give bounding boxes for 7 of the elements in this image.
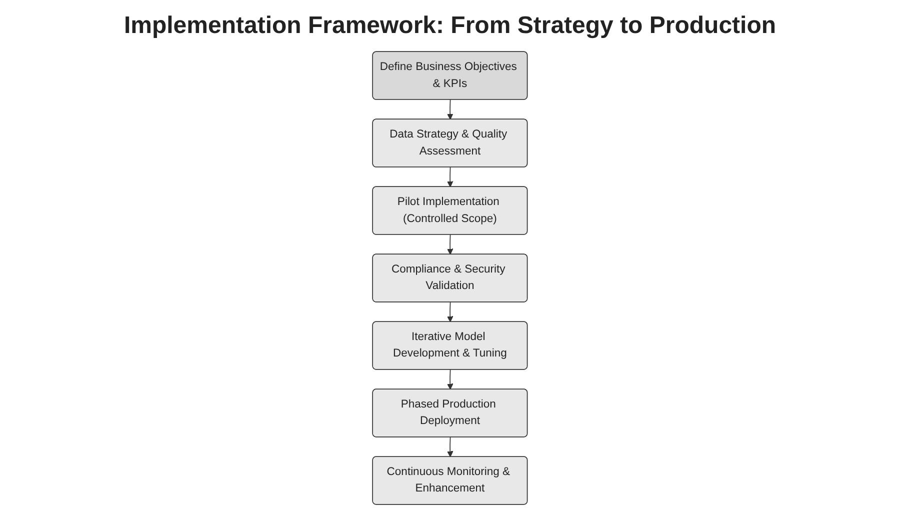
arrow [447, 234, 454, 255]
arrow [447, 369, 454, 390]
arrow [447, 436, 454, 458]
arrow [447, 302, 454, 322]
diagram-title: Implementation Framework: From Strategy to Production [124, 12, 776, 40]
arrow [447, 99, 454, 120]
arrow [447, 166, 454, 188]
